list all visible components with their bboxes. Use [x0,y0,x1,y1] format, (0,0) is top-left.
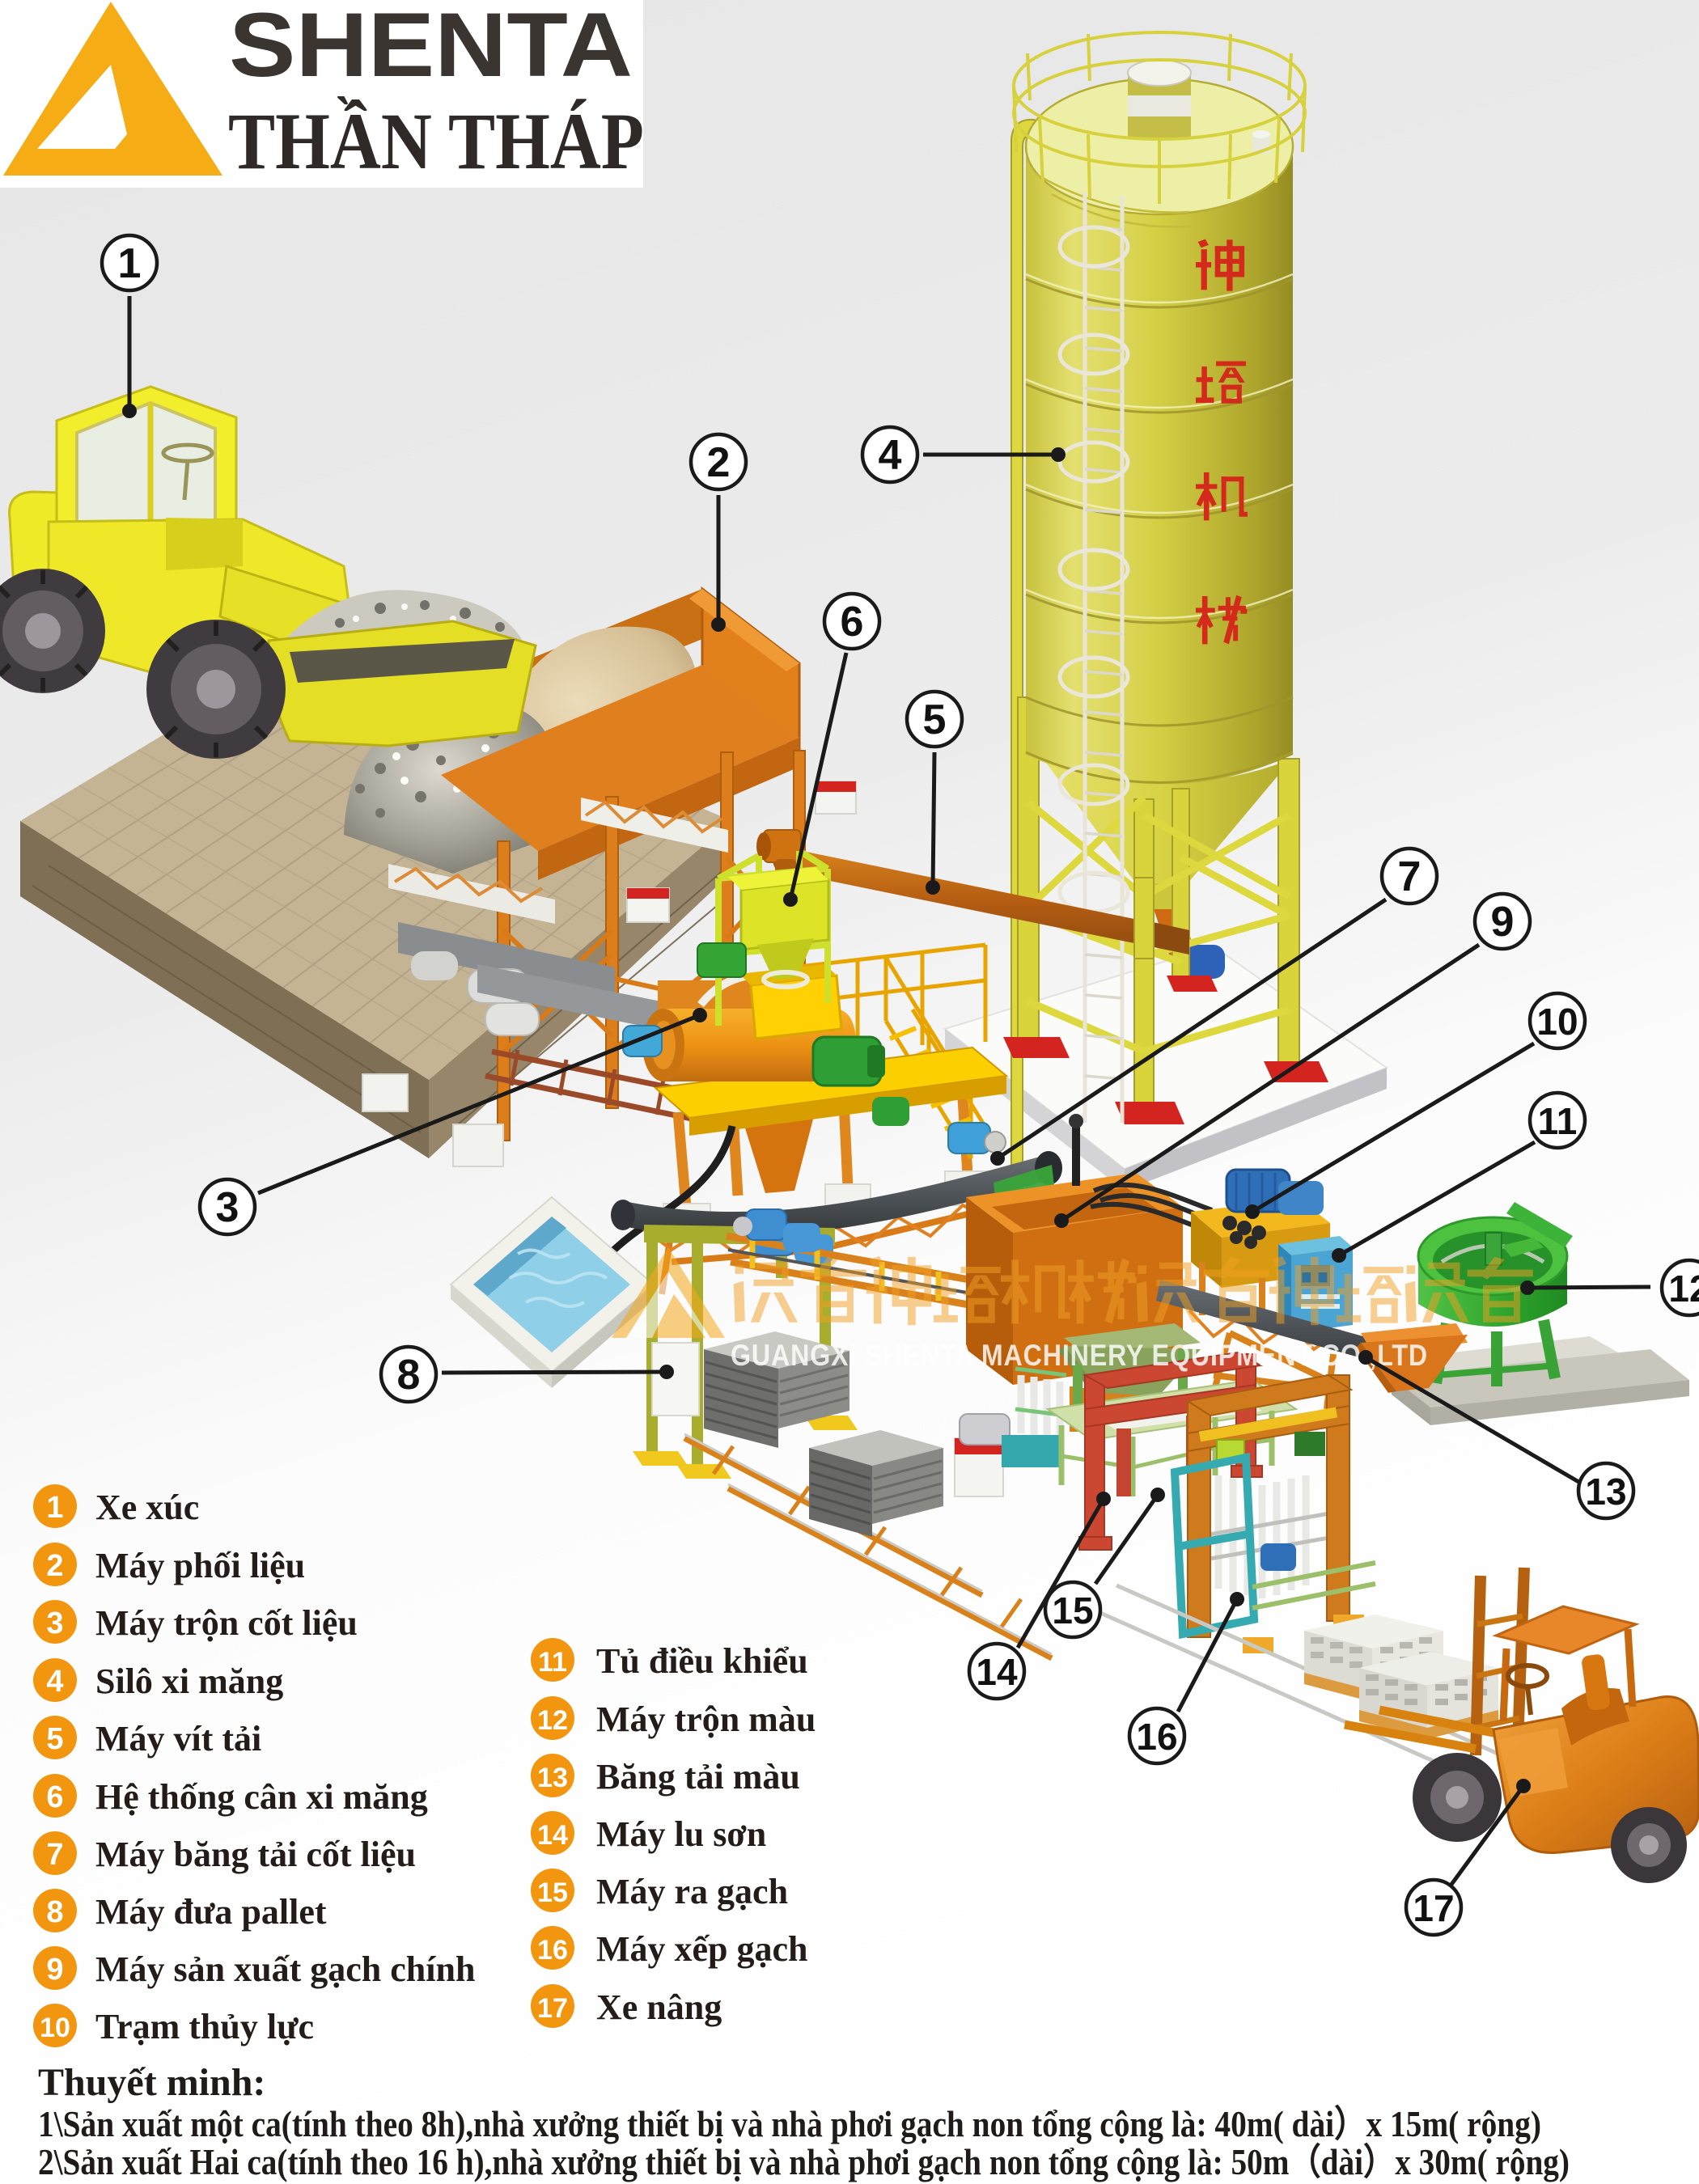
svg-text:3: 3 [216,1184,239,1231]
svg-text:THẦN THÁP: THẦN THÁP [228,96,644,186]
svg-text:Băng tải màu: Băng tải màu [596,1757,800,1797]
svg-text:10: 10 [1536,1001,1578,1043]
svg-text:14: 14 [537,1820,568,1851]
svg-text:9: 9 [46,1953,63,1987]
svg-text:Máy băng tải cốt liệu: Máy băng tải cốt liệu [95,1835,416,1874]
svg-text:8: 8 [46,1895,63,1929]
svg-text:7: 7 [1398,853,1421,900]
svg-text:10: 10 [40,2013,70,2043]
svg-text:Máy trộn cốt liệu: Máy trộn cốt liệu [95,1603,358,1643]
svg-text:17: 17 [1413,1887,1454,1929]
svg-text:GUANGXI SHENTA MACHINERY EQUIP: GUANGXI SHENTA MACHINERY EQUIPMENT CO.,L… [731,1339,1428,1372]
svg-text:Máy lu sơn: Máy lu sơn [596,1814,766,1854]
svg-text:Máy phối liệu: Máy phối liệu [95,1546,305,1585]
svg-text:Máy ra gạch: Máy ra gạch [596,1872,788,1911]
svg-text:Máy trộn màu: Máy trộn màu [596,1699,816,1739]
svg-text:11: 11 [1538,1100,1578,1142]
svg-text:15: 15 [537,1877,568,1908]
svg-text:6: 6 [841,599,864,645]
svg-text:12: 12 [1668,1268,1699,1310]
svg-text:5: 5 [923,696,947,743]
svg-text:16: 16 [537,1935,568,1966]
svg-text:17: 17 [537,1993,568,2024]
svg-text:Máy đưa pallet: Máy đưa pallet [95,1892,327,1932]
svg-text:Máy sản xuất gạch chính: Máy sản xuất gạch chính [95,1949,475,1989]
svg-text:Máy xếp gạch: Máy xếp gạch [596,1929,808,1969]
svg-text:2: 2 [707,439,731,486]
svg-text:2: 2 [46,1549,63,1583]
svg-text:13: 13 [537,1763,568,1793]
svg-text:1: 1 [118,240,142,287]
svg-text:15: 15 [1052,1589,1093,1632]
svg-text:Silô xi măng: Silô xi măng [95,1661,283,1701]
svg-text:13: 13 [1585,1471,1626,1513]
svg-text:SHENTA: SHENTA [229,0,633,95]
svg-text:9: 9 [1491,899,1515,946]
svg-text:Xe xúc: Xe xúc [95,1488,199,1527]
svg-text:3: 3 [46,1606,63,1640]
svg-text:Thuyết minh:: Thuyết minh: [38,2061,265,2104]
svg-text:16: 16 [1136,1716,1177,1758]
svg-text:6: 6 [46,1780,63,1814]
svg-text:Tủ điều khiểu: Tủ điều khiểu [596,1641,808,1681]
svg-text:Xe nâng: Xe nâng [596,1987,722,2027]
svg-text:8: 8 [397,1352,421,1399]
svg-text:4: 4 [879,432,902,479]
svg-text:4: 4 [46,1665,63,1699]
svg-text:2\Sản xuất Hai ca(tính theo 16: 2\Sản xuất Hai ca(tính theo 16 h),nhà xư… [38,2142,1570,2182]
svg-text:11: 11 [538,1647,567,1678]
svg-text:7: 7 [46,1838,63,1872]
svg-text:Trạm thủy lực: Trạm thủy lực [95,2007,314,2046]
svg-text:1: 1 [46,1491,63,1525]
svg-text:12: 12 [537,1705,568,1736]
svg-text:Hệ thống cân xi măng: Hệ thống cân xi măng [95,1777,428,1817]
svg-text:1\Sản xuất một ca(tính theo 8h: 1\Sản xuất một ca(tính theo 8h),nhà xưởn… [38,2104,1541,2144]
svg-text:5: 5 [46,1722,63,1756]
svg-text:14: 14 [976,1651,1018,1693]
svg-text:Máy vít tải: Máy vít tải [95,1719,261,1759]
